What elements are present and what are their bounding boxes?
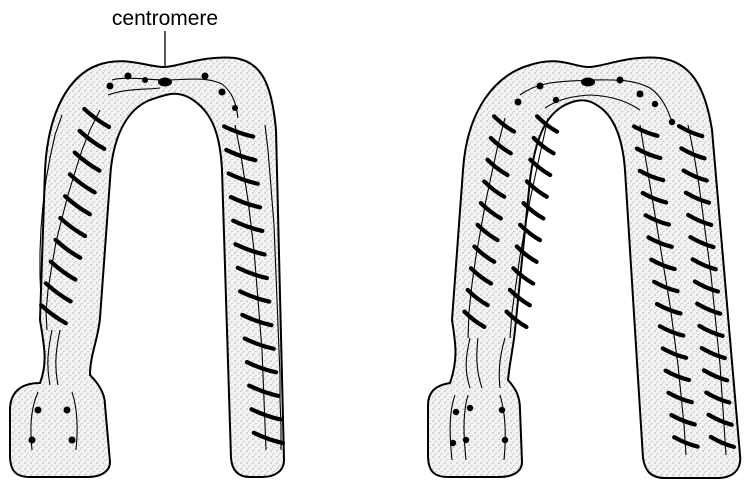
- centromere-label: centromere: [112, 7, 218, 30]
- right-centromere: [581, 78, 595, 87]
- left-centromere: [158, 78, 172, 87]
- right-chromosome: [428, 57, 740, 478]
- left-chromosome: [10, 57, 284, 477]
- helix-turn: [530, 160, 550, 175]
